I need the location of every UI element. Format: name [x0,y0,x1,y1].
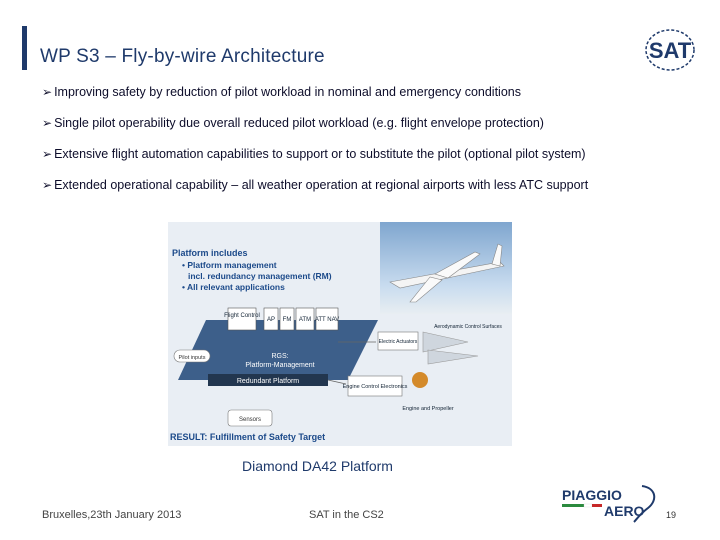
engine-control-label: Engine Control Electronics [343,384,408,390]
rgs-label: RGS: [271,353,288,360]
module-fm: FM [283,317,292,323]
footer-title: SAT in the CS2 [309,509,384,521]
diagram-graphic: Flight Control AP FM ATM ATT NAV RGS: Pl… [173,307,502,427]
slide-title: WP S3 – Fly-by-wire Architecture [40,46,325,67]
pilot-inputs-label: Pilot inputs [179,355,206,361]
piaggio-aero-logo: PIAGGIO AERO [562,485,656,523]
figure-caption: Diamond DA42 Platform [242,458,393,474]
svg-text:SAT: SAT [649,38,692,63]
aero-surfaces-label: Aerodynamic Control Surfaces [434,324,502,330]
title-accent-bar [22,26,27,70]
footer-date: Bruxelles,23th January 2013 [42,509,182,521]
module-atm: ATM [299,317,311,323]
page-number: 19 [666,510,677,520]
bullet-item: ➢Extended operational capability – all w… [42,178,589,192]
diagram-result: RESULT: Fulfillment of Safety Target [170,432,326,442]
module-flight-control: Flight Control [224,313,260,319]
svg-text:PIAGGIO: PIAGGIO [562,487,622,503]
bullet-list: ➢Improving safety by reduction of pilot … [42,84,588,208]
diagram-heading: Platform includes [172,248,248,258]
platform-diagram: Platform includes • Platform management … [168,222,512,446]
bullet-item: ➢Extensive flight automation capabilitie… [42,147,586,161]
sensors-label: Sensors [239,417,261,423]
platform-management-label: Platform-Management [245,362,314,369]
diagram-list: • Platform management incl. redundancy m… [182,260,332,292]
bullet-item: ➢Single pilot operability due overall re… [42,116,544,130]
bullet-item: ➢Improving safety by reduction of pilot … [42,85,521,99]
aircraft-icon [389,243,505,303]
module-ap: AP [267,317,275,323]
sat-logo: SAT [645,29,695,71]
electric-actuators-label: Electric Actuators [379,339,418,345]
module-att-nav: ATT NAV [315,317,339,323]
svg-text:AERO: AERO [604,503,645,519]
aircraft-photo [380,222,512,314]
redundant-platform-label: Redundant Platform [237,378,299,385]
engine-propeller-label: Engine and Propeller [402,406,454,412]
